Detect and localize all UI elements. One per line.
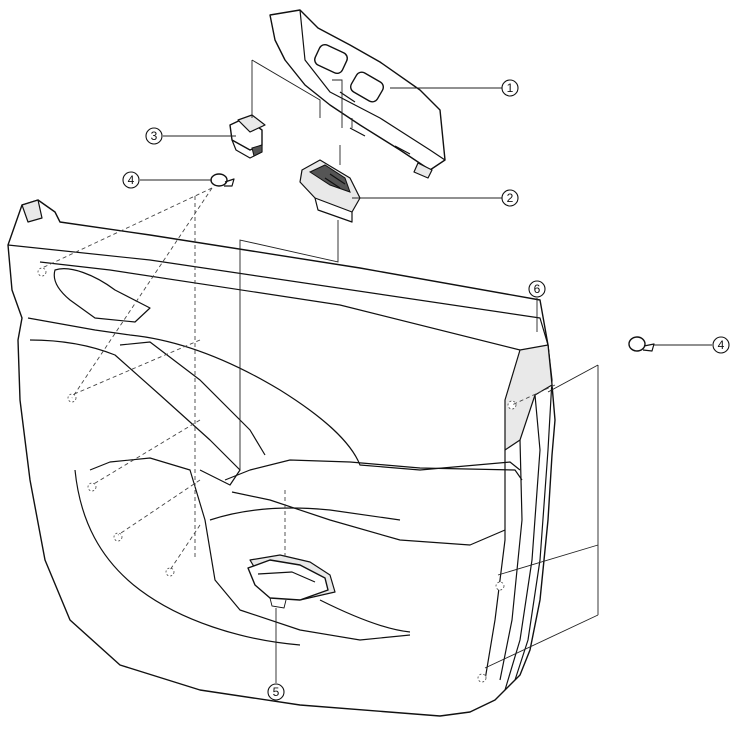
callout-3-label: 3	[151, 129, 158, 143]
callout-4-left-label: 4	[128, 173, 135, 187]
callout-6-label: 6	[534, 282, 541, 296]
callout-5: 5	[267, 683, 285, 701]
callout-6: 6	[528, 280, 546, 298]
callout-5-label: 5	[273, 685, 280, 699]
alignment-dashed-lines	[41, 187, 556, 571]
callout-2: 2	[501, 189, 519, 207]
callout-4-left: 4	[122, 171, 140, 189]
window-switch-part-2	[299, 159, 361, 223]
door-trim-panel	[7, 199, 556, 717]
switch-panel-part-1	[269, 9, 446, 179]
clip-part-4-left	[210, 173, 235, 187]
callout-1-label: 1	[507, 81, 514, 95]
clip-part-4-right	[628, 336, 655, 352]
callout-1: 1	[501, 79, 519, 97]
assembly-guide-lines	[239, 59, 599, 669]
callout-leaders	[140, 87, 712, 683]
switch-part-3	[229, 114, 266, 159]
bezel-part-5	[247, 559, 329, 609]
callout-4-right-label: 4	[718, 338, 725, 352]
callout-4-right: 4	[712, 336, 730, 354]
callout-2-label: 2	[507, 191, 514, 205]
callout-3: 3	[145, 127, 163, 145]
